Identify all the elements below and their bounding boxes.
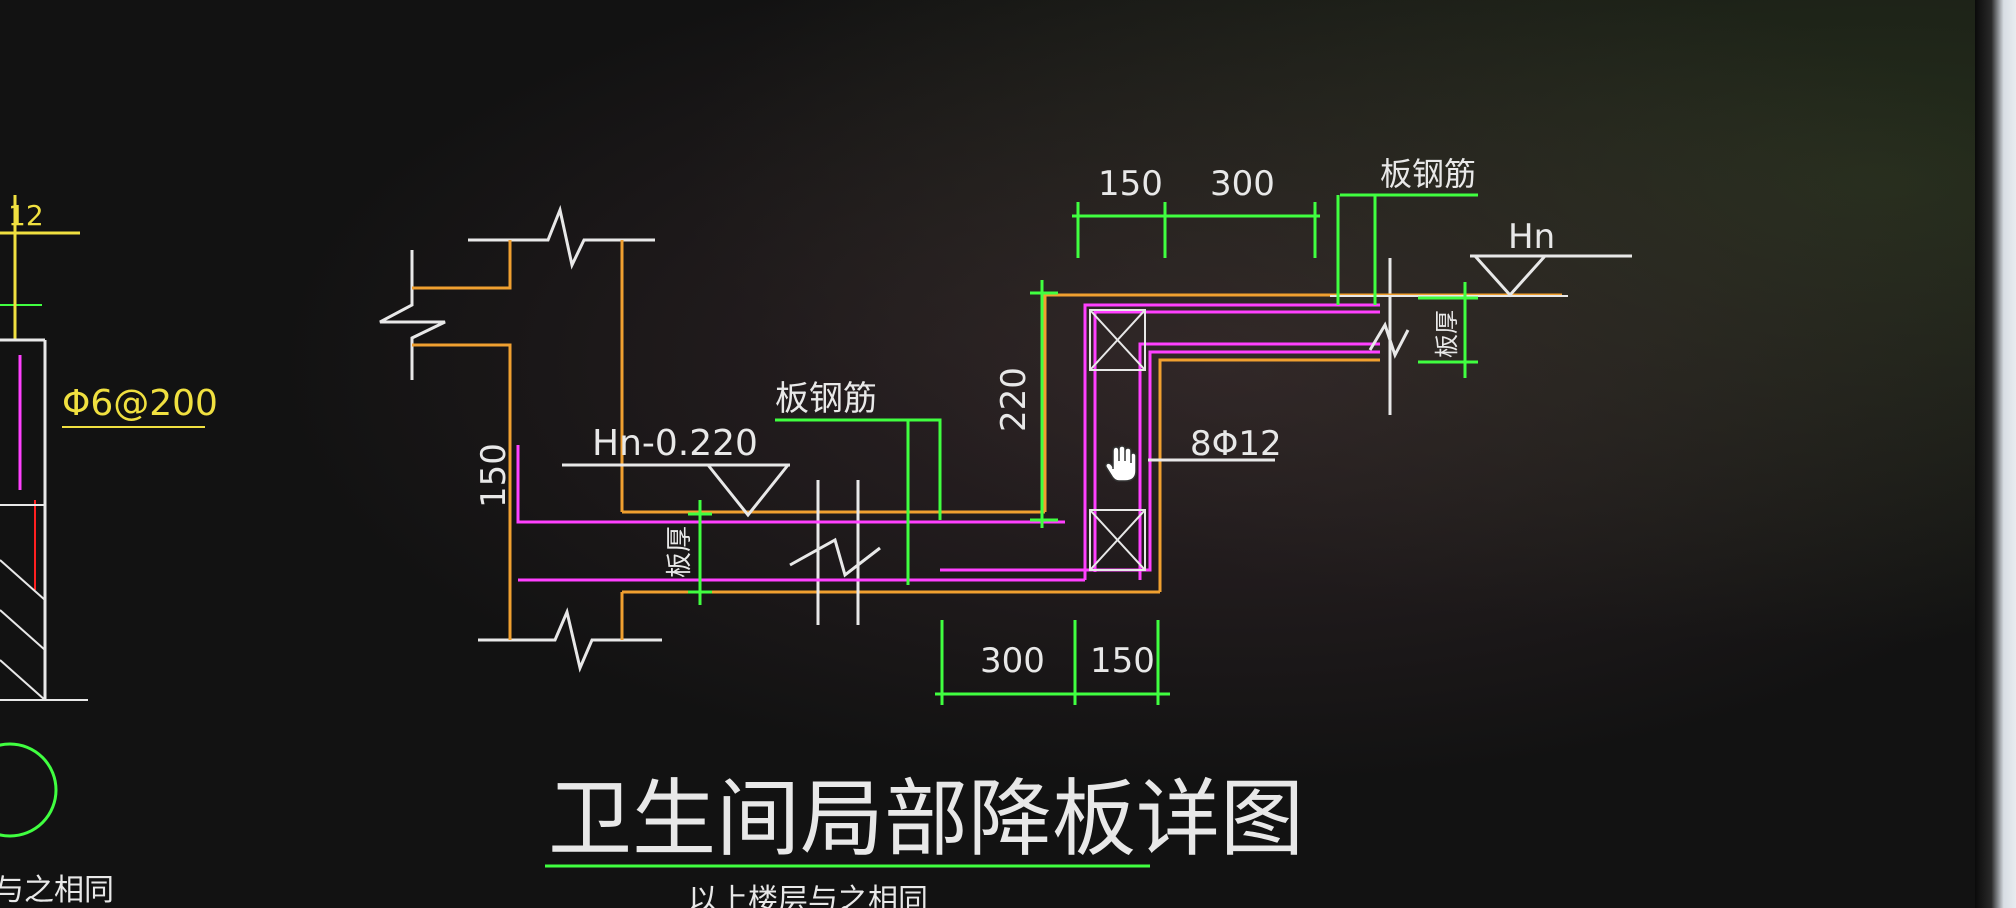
left-partial-top-label: 12 (8, 199, 44, 232)
elevation-marks (562, 254, 1632, 518)
drawing-subtitle: 以上楼层与之相同 (688, 883, 928, 908)
left-rebar-label: Φ6@200 (62, 383, 218, 424)
left-partial-detail: 12 Φ6@200 与之相同 (0, 195, 218, 908)
monitor-bezel (1975, 0, 2016, 908)
elevation-right: Hn (1508, 217, 1555, 257)
left-slab-rebar-label: 板钢筋 (775, 379, 877, 419)
dim-220: 220 (994, 367, 1034, 432)
dim-300-bottom: 300 (980, 641, 1045, 681)
dim-150-bottom: 150 (1090, 641, 1155, 681)
right-slab-rebar-label: 板钢筋 (1380, 155, 1476, 193)
right-structure (940, 258, 1568, 592)
dim-300-top: 300 (1210, 164, 1275, 204)
slab-thickness-left: 板厚 (665, 526, 695, 578)
dimensions (545, 193, 1478, 868)
dim-150-top: 150 (1098, 164, 1163, 204)
cad-drawing: 12 Φ6@200 与之相同 (0, 155, 1632, 908)
left-partial-caption: 与之相同 (0, 873, 114, 908)
slab-thickness-right: 板厚 (1433, 310, 1461, 358)
drawing-title: 卫生间局部降板详图 (548, 770, 1304, 868)
dim-150-left: 150 (474, 443, 514, 508)
cad-screen (0, 0, 1975, 908)
elevation-left: Hn-0.220 (592, 423, 758, 464)
corner-rebar-label: 8Φ12 (1190, 424, 1282, 464)
hand-cursor-icon (1105, 445, 1137, 482)
